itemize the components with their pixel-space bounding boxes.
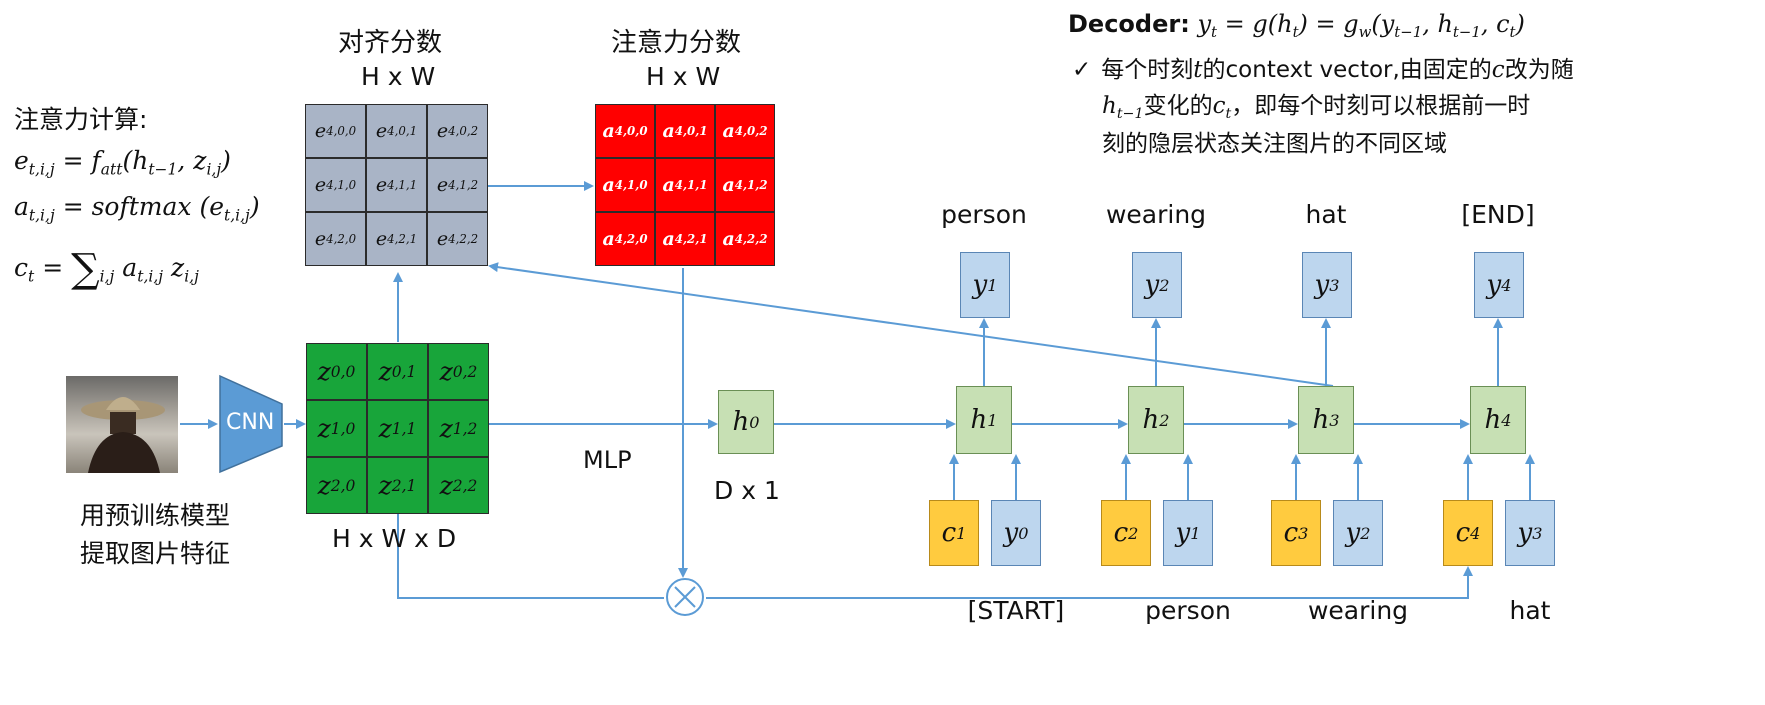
decoder-label: Decoder: [1068,10,1190,38]
output-word-label: person [941,200,1027,229]
formula-c: ct = ∑i,j at,i,j zi,j [14,246,199,292]
multiply-node [666,578,704,616]
decoder-title: Decoder: yt = g(ht) = gw(yt−1, ht−1, ct) [1068,10,1525,41]
output-word-label: wearing [1105,200,1207,229]
output-word-label: [END] [1461,200,1535,229]
h0-dims: D x 1 [714,476,780,505]
feature-grid-dims: H x W x D [332,524,457,553]
decoder-formula: yt = g(ht) = gw(yt−1, ht−1, ct) [1197,10,1525,42]
mlp-label: MLP [583,446,632,474]
output-word-label: hat [1305,200,1347,229]
input-word-label: person [1145,596,1231,625]
check-icon: ✓ [1072,57,1092,83]
multiply-icon [674,586,696,608]
decoder-note-line3: 刻的隐层状态关注图片的不同区域 [1102,131,1447,157]
person-hat-silhouette [81,397,165,473]
input-word-label: hat [1509,596,1551,625]
attention-calc-title: 注意力计算: [14,105,148,134]
multiply-to-c4-arrow [706,566,1473,599]
attn-grid-title: 注意力分数 [611,28,742,58]
h3-to-scores-arrow [488,262,1334,387]
input-photo [66,376,178,473]
formula-a: at,i,j = softmax (et,i,j) [14,192,260,225]
score-grid-dims: H x W [361,62,436,91]
attn-grid-dims: H x W [646,62,721,91]
image-caption-line1: 用预训练模型 [80,501,231,530]
input-word-label: [START] [967,596,1065,625]
cnn-label: CNN [226,410,275,435]
input-word-label: wearing [1307,596,1409,625]
image-caption-line2: 提取图片特征 [80,539,231,568]
formula-e: et,i,j = fatt(ht−1, zi,j) [14,146,231,179]
score-grid-title: 对齐分数 [338,28,443,58]
decoder-note-line2: ht−1变化的ct，即每个时刻可以根据前一时 [1102,93,1531,122]
decoder-note-line1: ✓每个时刻t的context vector,由固定的c改为随 [1072,57,1574,83]
cnn-block [219,374,283,474]
